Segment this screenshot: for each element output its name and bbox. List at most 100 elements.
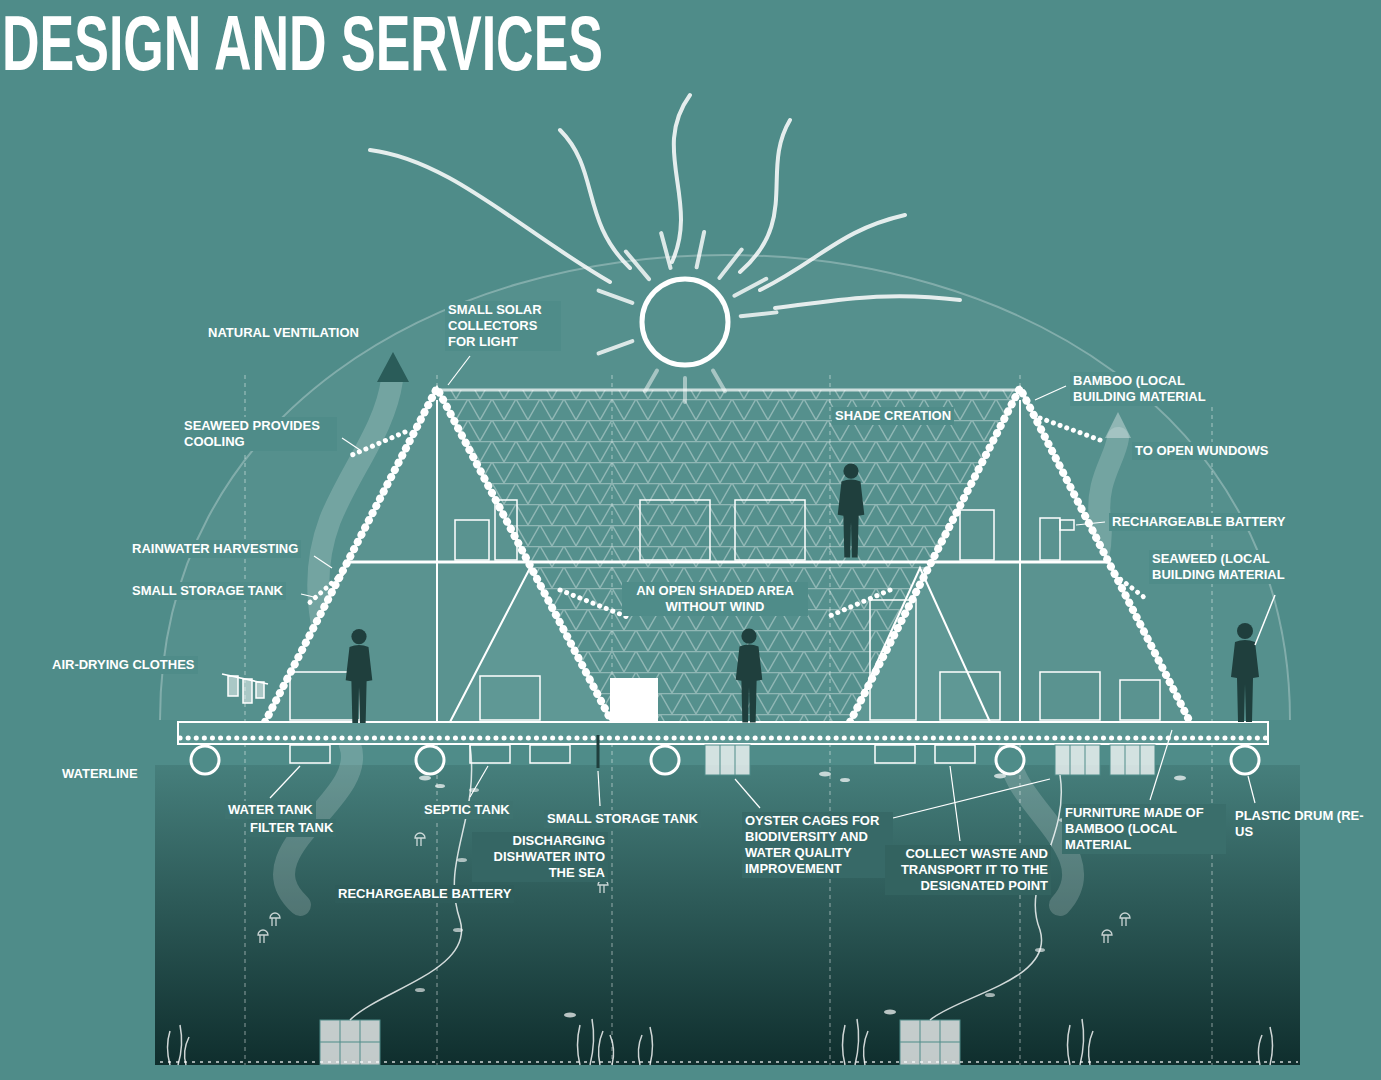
cage-grid — [735, 745, 736, 775]
furniture — [1040, 518, 1060, 560]
callout-label: NATURAL VENTILATION — [205, 324, 362, 342]
callout-label: PLASTIC DRUM (RE-US — [1232, 807, 1374, 841]
callout-label: BAMBOO (LOCAL BUILDING MATERIAL — [1070, 372, 1231, 406]
callout-label: FILTER TANK — [247, 819, 336, 837]
grid-lines — [1020, 375, 1021, 1065]
leader-line — [1248, 776, 1255, 803]
sun-wavy-rays — [672, 95, 690, 262]
rope-seaweed-leaves — [985, 993, 995, 997]
furniture — [455, 520, 489, 560]
callout-label: AIR-DRYING CLOTHES — [49, 656, 198, 674]
furniture — [870, 600, 916, 720]
seabed-seaweed — [843, 1019, 869, 1065]
airflow-arrowhead — [1105, 412, 1131, 438]
fish — [884, 1010, 896, 1015]
oyster-cage — [320, 745, 1155, 1065]
callout-label: WATER TANK — [225, 801, 316, 819]
grid-lines — [437, 375, 438, 1065]
clothes-line — [243, 679, 252, 703]
sun-wavy-rays — [740, 120, 790, 272]
fish — [435, 784, 445, 788]
seaweed-roof-flap — [825, 590, 890, 618]
callout-label: DISCHARGING DISHWATER INTO THE SEA — [472, 832, 608, 882]
furniture — [495, 500, 517, 560]
seaweed-roof-flap — [1115, 575, 1145, 598]
furniture — [480, 676, 540, 720]
clothes-line — [222, 674, 268, 703]
oyster-cage — [705, 745, 750, 775]
callout-label: RECHARGEABLE BATTERY — [1109, 513, 1288, 531]
a-frame-house — [436, 400, 438, 562]
window-pole — [1255, 595, 1275, 645]
grid-lines — [245, 375, 246, 1065]
jellyfish — [258, 833, 1130, 943]
clothes-line — [256, 682, 264, 698]
storage-tank — [875, 745, 915, 763]
fish — [840, 778, 850, 782]
furniture — [1040, 672, 1100, 720]
leader-line — [342, 438, 360, 450]
leader-line — [301, 594, 318, 598]
a-frame-house — [450, 568, 612, 722]
callout-label: SMALL STORAGE TANK — [129, 582, 286, 600]
leader-line — [470, 766, 488, 797]
person-silhouette — [838, 463, 865, 557]
plastic-drum — [1231, 746, 1259, 774]
grid-lines — [245, 375, 1212, 1065]
a-frame-house — [347, 561, 1108, 564]
storage-tank — [530, 745, 570, 763]
a-frame-house — [1019, 400, 1021, 562]
furniture — [960, 510, 994, 560]
seabed-seaweed — [578, 1019, 614, 1065]
callout-label: OYSTER CAGES FOR BIODIVERSITY AND WATER … — [742, 812, 893, 878]
storage-tank — [290, 745, 975, 763]
discharge-pipe — [597, 735, 600, 768]
rope-seaweed-leaves — [453, 928, 463, 932]
leader-line — [448, 356, 470, 385]
plastic-drum — [651, 746, 679, 774]
person-silhouette — [346, 463, 1259, 723]
a-frame-house — [850, 388, 1190, 722]
rope-seaweed-leaves — [457, 858, 467, 862]
callout-label: RAINWATER HARVESTING — [129, 540, 301, 558]
plastic-drum — [996, 746, 1024, 774]
a-frame-house — [850, 388, 1190, 722]
cage-grid — [1070, 745, 1071, 775]
cage-grid — [720, 745, 721, 775]
callout-label: SHADE CREATION — [832, 407, 954, 425]
leader-line — [598, 771, 600, 806]
leader-line — [270, 356, 1255, 841]
oyster-cage — [320, 1020, 380, 1065]
leader-line — [314, 556, 332, 568]
fish — [564, 1013, 576, 1018]
jellyfish — [270, 913, 280, 926]
leader-line — [950, 766, 960, 841]
fish — [419, 776, 431, 781]
leader-line — [735, 779, 760, 808]
a-frame-house — [850, 388, 1190, 722]
jellyfish — [1120, 913, 1130, 926]
cage-grid — [1140, 745, 1141, 775]
jellyfish — [415, 833, 425, 846]
seabed-seaweed — [160, 1019, 1298, 1065]
oyster-cage — [900, 1020, 960, 1065]
oyster-cage — [1110, 745, 1155, 775]
person-silhouette — [736, 628, 763, 722]
storage-tank — [470, 745, 510, 763]
seabed-seaweed — [1068, 1019, 1094, 1065]
storage-tank — [935, 745, 975, 763]
cage-grid — [320, 745, 1140, 1065]
plastic-drum — [191, 746, 1259, 774]
sun-wavy-rays — [560, 130, 630, 268]
rope-seaweed-leaves — [415, 988, 425, 992]
battery — [1060, 520, 1074, 530]
callout-label: TO OPEN WUNDOWS — [1132, 442, 1271, 460]
storage-tank — [290, 745, 330, 763]
clothes-line — [228, 676, 238, 696]
seaweed-roof-flap — [1040, 418, 1100, 440]
lattice-screen — [437, 389, 1020, 392]
seabed-seaweed — [638, 1027, 652, 1065]
leader-line — [893, 779, 1050, 818]
seabed-seaweed — [1258, 1027, 1272, 1065]
